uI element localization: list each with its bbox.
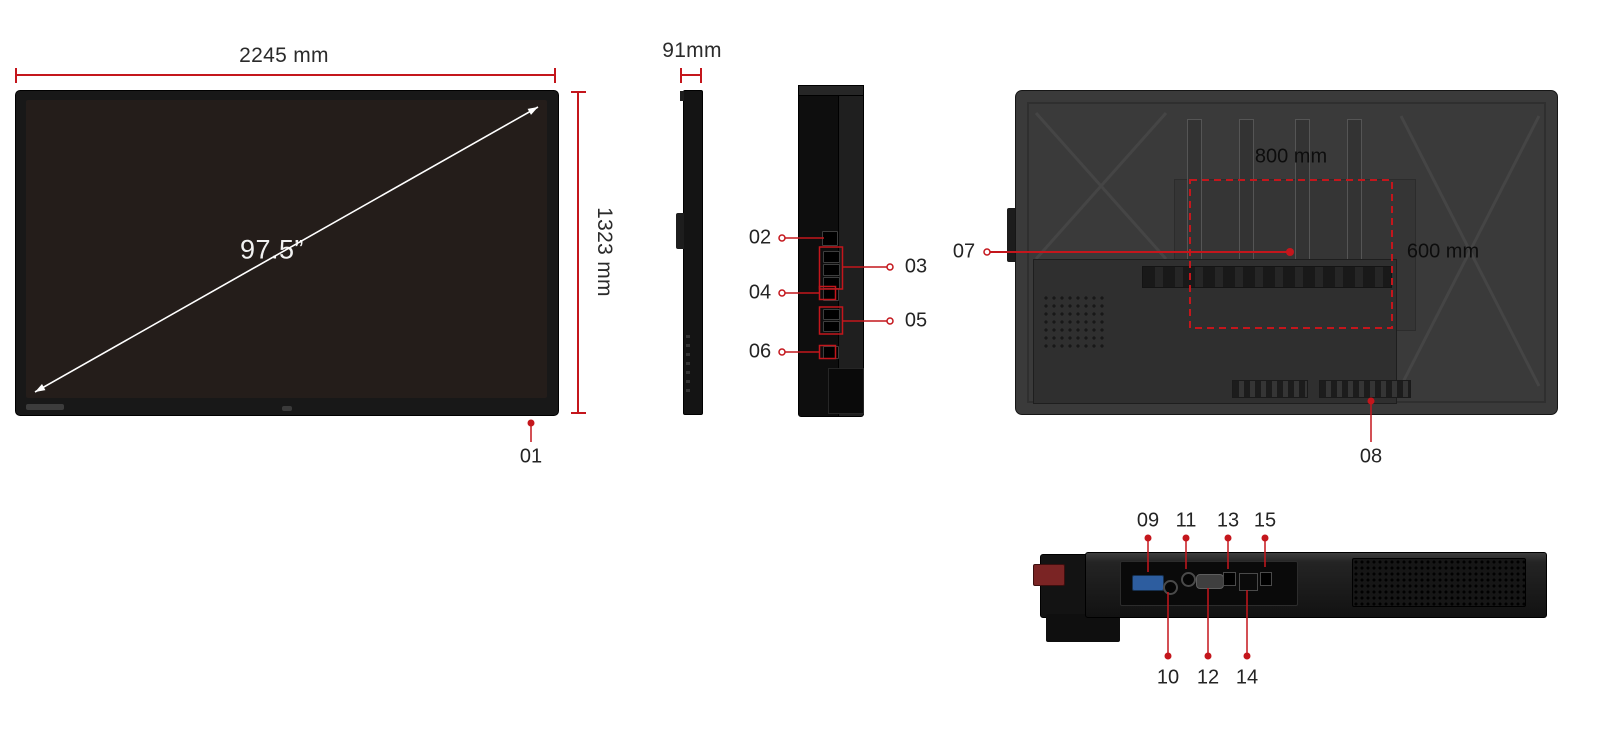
serial-port: [1196, 574, 1224, 589]
side-depth-label: 91mm: [662, 39, 722, 62]
callout-label-12: 12: [1196, 666, 1220, 689]
lan-port: [1239, 573, 1258, 591]
vga-port: [1132, 575, 1164, 591]
usb-port-13: [1223, 572, 1236, 586]
rear-port-strip: [1142, 266, 1392, 288]
side-port-03b: [823, 264, 840, 276]
dimension-line-front-width: [15, 68, 556, 83]
callout-label-14: 14: [1235, 666, 1259, 689]
vesa-rail-3: [1295, 119, 1310, 266]
rear-connector-block-2: [1319, 380, 1411, 398]
callout-label-04: 04: [748, 281, 772, 304]
audio-jack-port-10: [1163, 580, 1178, 595]
vesa-height-label: 600 mm: [1406, 240, 1480, 263]
callout-label-03: 03: [904, 255, 928, 278]
side-profile-view: [676, 90, 703, 415]
vesa-rail-4: [1347, 119, 1362, 266]
side-bracket: [676, 213, 684, 249]
callout-label-02: 02: [748, 226, 772, 249]
side-port-02: [822, 231, 838, 246]
diagonal-size-label: 97.5”: [239, 234, 305, 265]
side-port-view: [798, 85, 864, 417]
callout-label-05: 05: [904, 309, 928, 332]
bottom-vent-grille: [1352, 558, 1526, 607]
dimension-line-side-depth: [680, 68, 702, 83]
rear-connector-block-1: [1232, 380, 1308, 398]
vesa-width-label: 800 mm: [1254, 145, 1328, 168]
rear-speaker-grille: [1042, 294, 1104, 352]
dimension-line-front-height: [571, 91, 586, 414]
side-port-04: [823, 288, 839, 301]
callout-label-06: 06: [748, 340, 772, 363]
front-width-label: 2245 mm: [239, 44, 329, 67]
audio-jack-port-11: [1181, 572, 1196, 587]
callout-label-07: 07: [952, 240, 976, 263]
side-port-06: [823, 346, 839, 359]
side-port-03a: [823, 251, 840, 263]
front-height-label: 1323 mm: [593, 207, 616, 297]
callout-label-09: 09: [1136, 509, 1160, 532]
side-top-notch: [680, 91, 684, 101]
callout-line-01: [527, 419, 535, 442]
callout-label-01: 01: [519, 445, 543, 468]
callout-label-15: 15: [1253, 509, 1277, 532]
usb-port-15: [1260, 572, 1272, 586]
vesa-rail-2: [1239, 119, 1254, 266]
callout-label-08: 08: [1359, 445, 1383, 468]
side-port-05b: [823, 321, 840, 332]
vesa-rail-1: [1187, 119, 1202, 266]
side-top-cap: [798, 85, 864, 96]
rear-left-tab: [1007, 208, 1017, 262]
bottom-left-step: [1046, 614, 1120, 642]
ir-sensor-dot: [282, 406, 292, 411]
side-vent-slots: [686, 335, 690, 395]
callout-label-11: 11: [1175, 509, 1197, 532]
power-plug: [1033, 564, 1065, 586]
rear-lower-panel: [1033, 259, 1411, 404]
callout-label-13: 13: [1216, 509, 1240, 532]
side-port-05a: [823, 309, 840, 320]
callout-label-10: 10: [1156, 666, 1180, 689]
brand-logo: [26, 404, 64, 410]
side-bottom-box: [828, 368, 864, 414]
